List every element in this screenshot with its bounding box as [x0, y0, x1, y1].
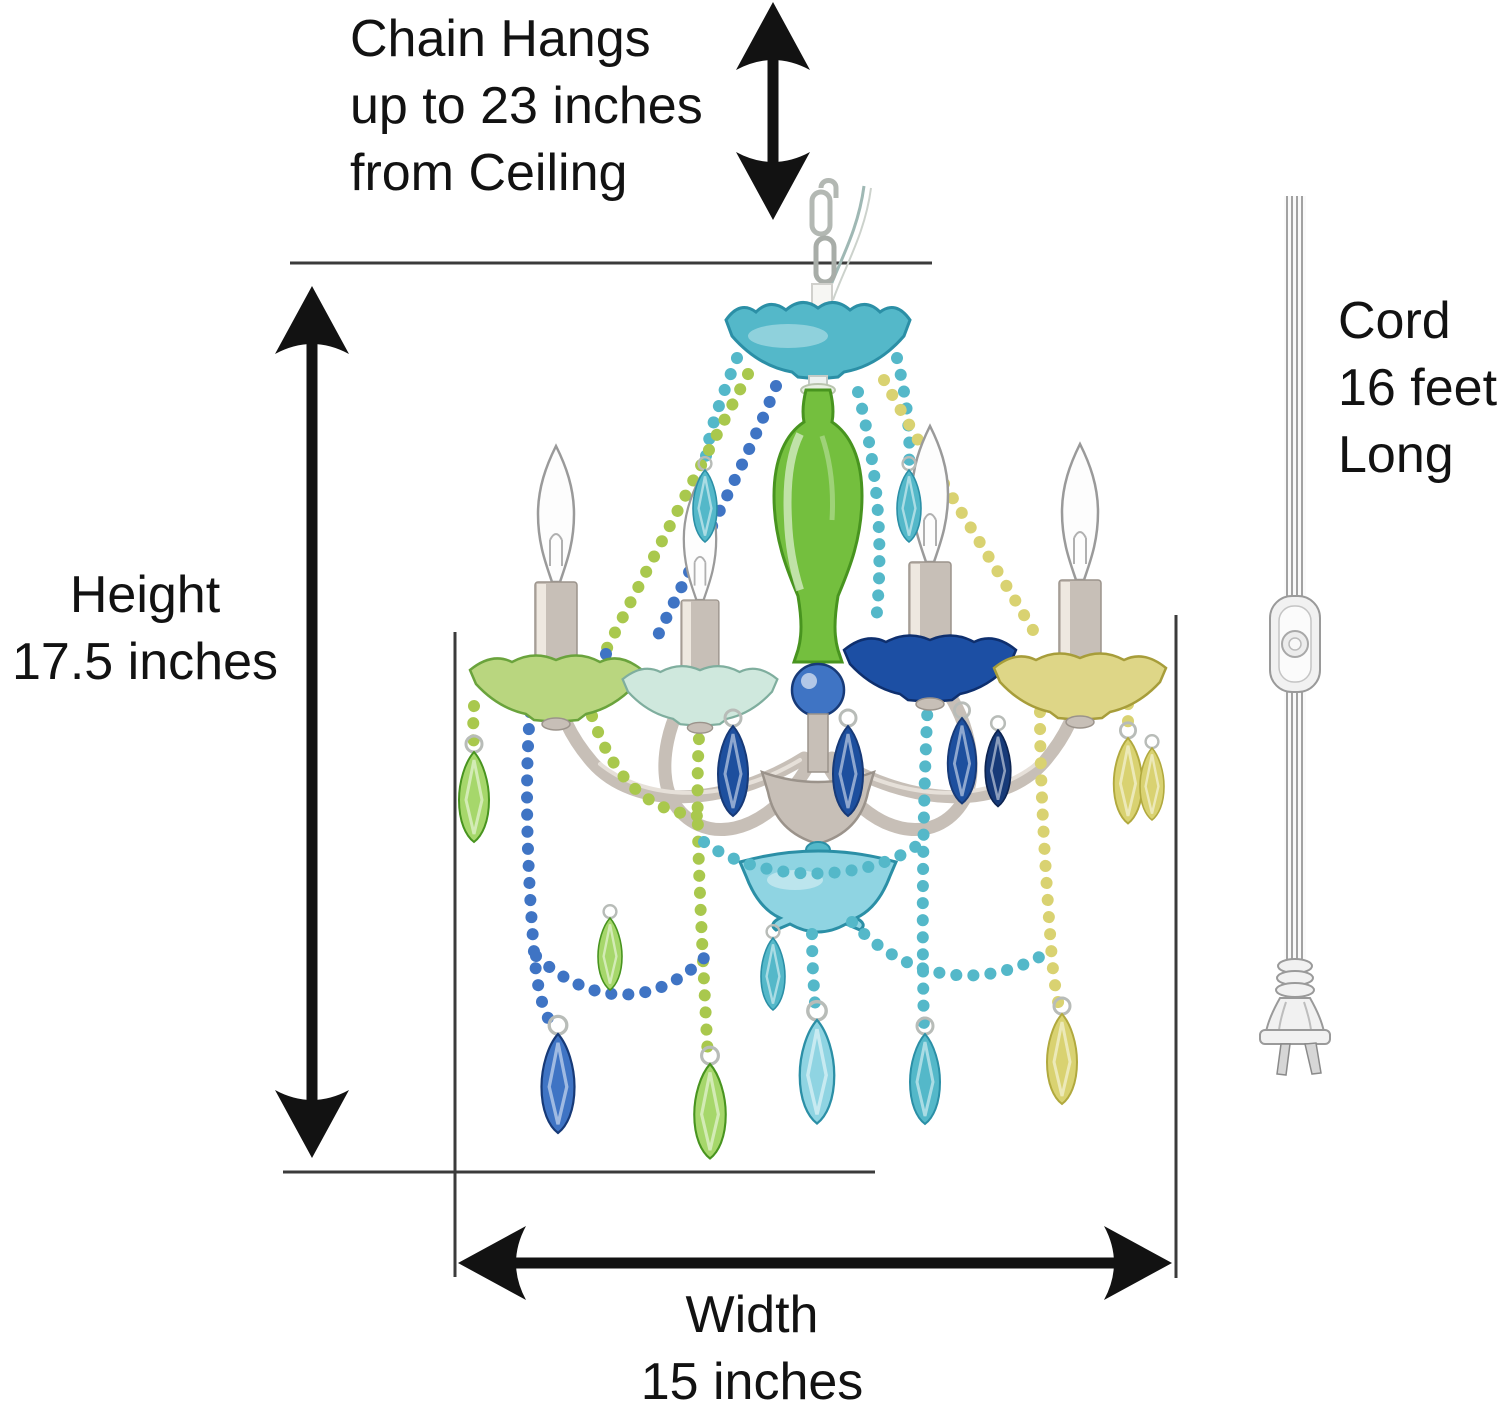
chain-length-label: Chain Hangs up to 23 inches from Ceiling — [350, 6, 703, 207]
cord-label-line3: Long — [1338, 426, 1454, 484]
candle-1 — [468, 444, 644, 732]
candle-3 — [842, 424, 1018, 712]
width-arrow — [458, 1226, 1172, 1300]
candle-4 — [992, 442, 1168, 730]
power-cord — [1259, 196, 1331, 1076]
crystal-drops — [457, 455, 1166, 1161]
height-label-line1: Height — [69, 566, 221, 624]
width-label-line2: 15 inches — [640, 1353, 864, 1411]
width-label: Width 15 inches — [552, 1282, 952, 1416]
chain-label-line2: up to 23 inches — [350, 77, 703, 135]
canopy-cup — [724, 301, 912, 393]
inline-switch — [1269, 595, 1321, 693]
bobeche-green — [468, 654, 644, 732]
bottom-body — [737, 769, 899, 934]
chain-label-line3: from Ceiling — [350, 144, 628, 202]
cord-label-line2: 16 feet — [1338, 359, 1498, 417]
chain-length-arrow — [736, 2, 810, 220]
cord-length-label: Cord 16 feet Long — [1338, 286, 1497, 487]
center-column — [772, 383, 864, 773]
plug-prong-left — [1276, 1043, 1291, 1076]
bobeche-blue — [842, 634, 1018, 712]
width-label-line1: Width — [685, 1286, 819, 1344]
height-label: Height 17.5 inches — [10, 562, 280, 696]
height-arrow — [275, 286, 349, 1158]
cord-label-line1: Cord — [1338, 292, 1451, 350]
hanging-chain — [809, 178, 872, 313]
plug-prong-right — [1304, 1042, 1322, 1075]
plug-base — [1259, 1029, 1331, 1045]
bobeche-pale-teal — [621, 664, 779, 735]
blue-glass-ball — [790, 662, 846, 718]
chain-label-line1: Chain Hangs — [350, 10, 651, 68]
chandelier-illustration — [457, 178, 1168, 1161]
bobeche-yellow — [992, 652, 1168, 730]
height-label-line2: 17.5 inches — [12, 633, 278, 691]
power-plug — [1259, 958, 1331, 1076]
